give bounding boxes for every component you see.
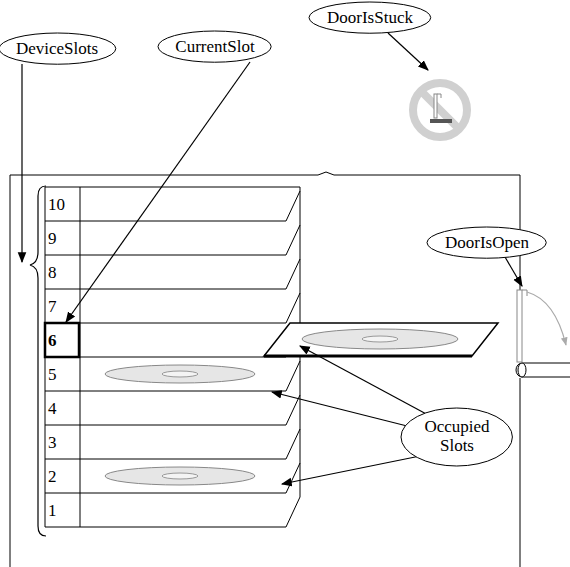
slots-bracket	[30, 186, 46, 536]
callout-text: Occupied Slots	[418, 418, 496, 455]
slot-number: 4	[48, 400, 57, 417]
callout-text: DoorIsOpen	[445, 234, 529, 253]
callout-text: CurrentSlot	[175, 38, 254, 57]
slot-number: 8	[48, 264, 57, 281]
slot-number: 2	[48, 468, 57, 485]
current-slot-box	[45, 323, 79, 357]
slot-number: 7	[48, 298, 57, 315]
slot-stack	[45, 187, 300, 527]
leader-line	[22, 33, 522, 484]
device-housing	[10, 172, 520, 567]
slot-number: 9	[48, 230, 57, 247]
door	[516, 290, 570, 377]
callout-ellipse: CurrentSlot	[157, 30, 272, 63]
disc	[105, 365, 255, 485]
callout-ellipse: DeviceSlots	[0, 32, 116, 65]
door-stuck-icon	[413, 83, 467, 137]
callout-text: DeviceSlots	[16, 40, 98, 59]
slot-number: 6	[48, 332, 57, 349]
callout-text: DoorIsStuck	[327, 9, 413, 28]
callout-ellipse: DoorIsOpen	[426, 226, 547, 259]
slot-number: 5	[48, 366, 57, 383]
slot-number: 1	[48, 502, 57, 519]
ejected-tray	[264, 323, 498, 356]
callout-ellipse: DoorIsStuck	[308, 1, 432, 34]
slot-number: 10	[48, 196, 65, 213]
slot-number: 3	[48, 434, 57, 451]
callout-ellipse: Occupied Slots	[400, 407, 513, 467]
